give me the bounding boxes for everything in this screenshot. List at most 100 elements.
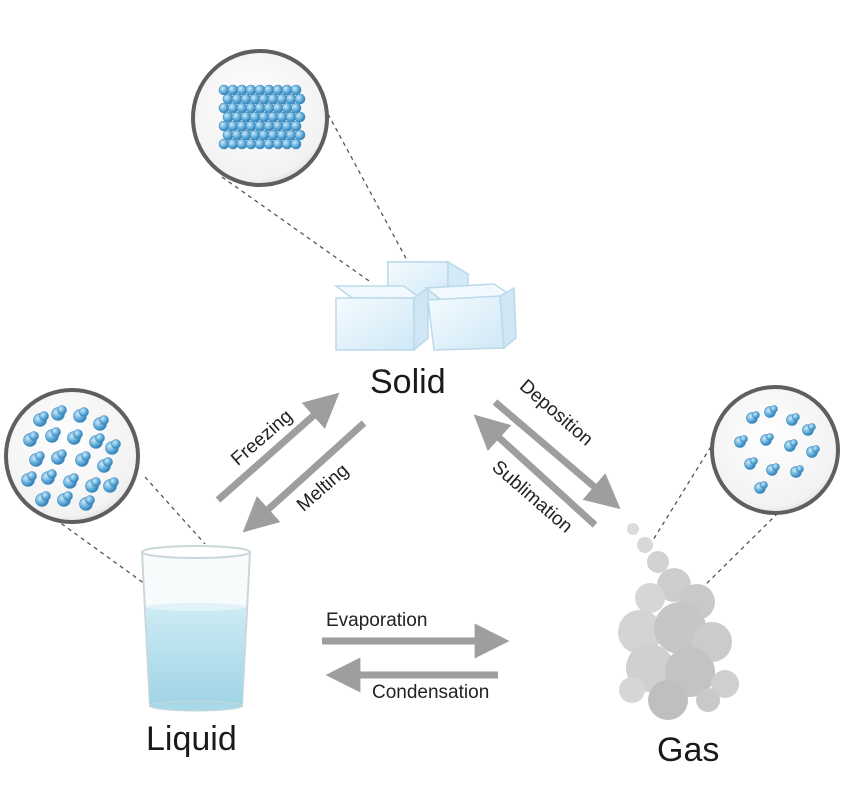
solid-molecule <box>236 120 248 132</box>
evaporation-label: Evaporation <box>326 610 428 631</box>
solid-label: Solid <box>370 363 446 401</box>
solid-molecule <box>258 129 270 141</box>
liquid-molecule <box>29 431 39 441</box>
solid-molecule <box>236 102 248 114</box>
deposition-arrow <box>492 399 621 510</box>
solid-molecule <box>285 129 297 141</box>
solid-molecule <box>267 111 279 123</box>
solid-molecule <box>240 129 252 141</box>
liquid-molecule <box>39 411 49 421</box>
solid-molecule <box>222 93 234 105</box>
solid-molecule <box>254 102 266 114</box>
gas-molecule <box>808 423 816 431</box>
gas-molecule <box>752 411 760 419</box>
solid-molecule <box>240 93 252 105</box>
solid-molecule <box>222 111 234 123</box>
gas-molecule <box>740 435 748 443</box>
solid-molecule <box>227 138 239 150</box>
gas-label: Gas <box>657 731 720 769</box>
solid-molecule <box>263 120 275 132</box>
solid-molecule <box>258 93 270 105</box>
solid-molecule <box>281 84 293 96</box>
gas-molecule <box>772 463 780 471</box>
liquid-molecule <box>27 471 37 481</box>
solid-molecule <box>272 102 284 114</box>
process-arrows <box>215 392 621 693</box>
solid-molecule <box>272 84 284 96</box>
freezing-arrow <box>215 392 340 503</box>
liquid-molecule <box>79 407 89 417</box>
solid-molecule <box>218 120 230 132</box>
solid-molecule <box>231 111 243 123</box>
solid-molecule <box>290 138 302 150</box>
liquid-molecule <box>57 405 67 415</box>
solid-molecule <box>258 111 270 123</box>
liquid-molecule <box>35 451 45 461</box>
steam-cloud-icon <box>618 523 739 720</box>
solid-molecule <box>281 138 293 150</box>
liquid-molecule <box>69 473 79 483</box>
sublimation-arrow <box>473 414 598 528</box>
gas-molecule <box>750 457 758 465</box>
solid-molecule <box>254 120 266 132</box>
solid-molecule <box>227 84 239 96</box>
solid-molecule <box>267 93 279 105</box>
liquid-molecule <box>41 491 51 501</box>
solid-molecule <box>254 84 266 96</box>
gas-molecule <box>766 433 774 441</box>
glass-of-water-icon <box>140 545 252 712</box>
solid-molecule <box>285 111 297 123</box>
gas-molecule <box>770 405 778 413</box>
gas-molecule <box>790 439 798 447</box>
liquid-molecules-icon <box>4 388 140 524</box>
solid-molecule <box>290 120 302 132</box>
solid-molecule <box>231 129 243 141</box>
liquid-label: Liquid <box>146 720 237 758</box>
solid-molecule <box>263 84 275 96</box>
liquid-molecule <box>57 449 67 459</box>
solid-molecule <box>290 102 302 114</box>
gas-molecule <box>760 481 768 489</box>
gas-molecule <box>812 445 820 453</box>
liquid-molecule <box>111 439 121 449</box>
liquid-molecule <box>85 495 95 505</box>
solid-molecule <box>231 93 243 105</box>
solid-molecule <box>245 102 257 114</box>
melting-arrow <box>242 420 367 533</box>
solid-molecule <box>272 120 284 132</box>
solid-molecule <box>294 93 306 105</box>
solid-molecule <box>272 138 284 150</box>
solid-molecule <box>276 129 288 141</box>
solid-molecule <box>281 120 293 132</box>
solid-molecule <box>254 138 266 150</box>
solid-molecules-icon <box>191 49 329 187</box>
solid-molecule <box>245 84 257 96</box>
solid-molecule <box>263 102 275 114</box>
solid-molecule <box>218 138 230 150</box>
liquid-molecule <box>91 477 101 487</box>
liquid-molecule <box>103 457 113 467</box>
solid-molecule <box>236 138 248 150</box>
solid-molecule <box>218 102 230 114</box>
solid-molecule <box>276 93 288 105</box>
solid-molecule <box>294 111 306 123</box>
liquid-molecule <box>51 427 61 437</box>
liquid-molecule <box>63 491 73 501</box>
gas-molecule <box>796 465 804 473</box>
solid-molecule <box>249 129 261 141</box>
liquid-molecule <box>81 451 91 461</box>
solid-molecule <box>285 93 297 105</box>
liquid-molecule <box>47 469 57 479</box>
liquid-molecule <box>109 477 119 487</box>
gas-molecule <box>792 413 800 421</box>
liquid-molecule <box>73 429 83 439</box>
ice-cubes-icon <box>333 260 517 352</box>
solid-molecule <box>276 111 288 123</box>
solid-molecule <box>245 138 257 150</box>
solid-molecule <box>240 111 252 123</box>
connector-lines <box>54 113 779 596</box>
solid-molecule <box>236 84 248 96</box>
liquid-molecule <box>95 433 105 443</box>
solid-molecule <box>281 102 293 114</box>
gas-molecules-icon <box>710 385 840 515</box>
